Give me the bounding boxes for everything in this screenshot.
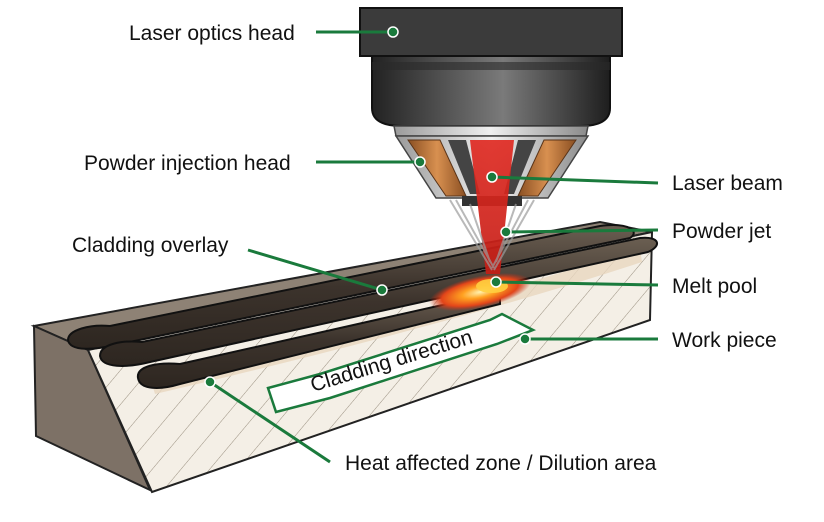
- nozzle-inner-left: [448, 140, 480, 194]
- label-work-piece: Work piece: [672, 329, 777, 352]
- label-powder-jet: Powder jet: [672, 220, 771, 243]
- leader-dot-overlay: [376, 284, 388, 296]
- leader-dots: [204, 26, 531, 388]
- leader-line-powder-jet: [505, 228, 659, 234]
- cladding-overlay-beads: [66, 224, 658, 389]
- nozzle-inner-right: [504, 140, 536, 194]
- label-cladding-overlay: Cladding overlay: [72, 234, 229, 257]
- leader-line-haz: [209, 380, 331, 464]
- leader-dot-powder-jet: [500, 226, 512, 238]
- leader-dot-optics: [387, 26, 399, 38]
- leader-dot-injection: [414, 156, 426, 168]
- label-laser-optics-head: Laser optics head: [129, 22, 295, 45]
- leader-dot-beam: [486, 171, 498, 183]
- label-heat-affected-zone: Heat affected zone / Dilution area: [345, 452, 657, 475]
- leader-dot-work-piece: [519, 333, 531, 345]
- laser-optics-head: [359, 7, 623, 137]
- leader-dot-haz: [204, 376, 216, 388]
- leader-line-melt-pool: [495, 280, 659, 287]
- leader-line-beam: [491, 175, 659, 185]
- optics-head-collar: [393, 125, 589, 137]
- leader-dot-melt-pool: [490, 276, 502, 288]
- leader-lines: [209, 30, 659, 464]
- label-laser-beam: Laser beam: [672, 172, 783, 195]
- label-powder-injection-head: Powder injection head: [84, 152, 291, 175]
- label-melt-pool: Melt pool: [672, 275, 757, 298]
- optics-head-top-block: [359, 7, 623, 57]
- optics-head-ring: [372, 62, 610, 70]
- cladding-bead-middle: [98, 236, 658, 367]
- leader-line-overlay: [247, 248, 383, 292]
